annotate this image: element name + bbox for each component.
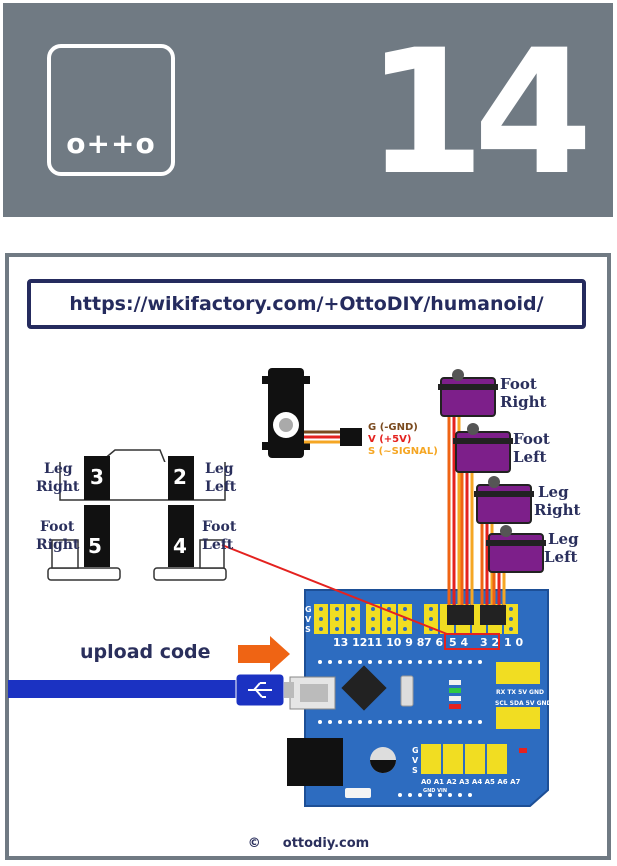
serial-pins: RX TX 5V GND [496,689,544,696]
url-text[interactable]: https://wikifactory.com/+OttoDIY/humanoi… [69,293,544,315]
svg-text:G: G [305,605,312,614]
svg-text:11 10 9 8: 11 10 9 8 [367,636,424,649]
upload-arrow [238,636,290,672]
servo-number-5: 5 [88,534,102,558]
pointer-line [221,544,448,635]
servo-leg-right [474,476,534,524]
otto-logo: o++o [47,44,175,176]
arduino-shield: GVS 13 12 11 10 9 8 7 6 5 4 3 2 1 0 [287,589,552,807]
svg-text:G: G [412,746,419,755]
usb-cable [8,680,240,698]
header-banner: o++o 14 [3,3,613,217]
upload-code-label: upload code [80,641,211,663]
svg-text:S: S [305,625,311,634]
url-box[interactable]: https://wikifactory.com/+OttoDIY/humanoi… [27,279,586,329]
svg-text:S: S [412,766,418,775]
wire-vcc-label: V (+5V) [368,434,412,445]
servo-number-2: 2 [173,465,187,489]
servo-number-3: 3 [90,465,104,489]
svg-text:A0 A1 A2 A3 A4 A5 A6 A7: A0 A1 A2 A3 A4 A5 A6 A7 [421,778,520,786]
page-number: 14 [365,12,593,213]
svg-text:V: V [305,615,312,624]
copyright-symbol: © [247,836,261,851]
svg-text:V: V [412,756,419,765]
svg-text:7 6: 7 6 [424,636,443,649]
servo-number-4: 4 [173,534,187,558]
wire-gnd-label: G (-GND) [368,422,418,433]
logo-text: o++o [66,127,156,160]
svg-text:13 12: 13 12 [333,636,367,649]
wire-signal-label: S (~SIGNAL) [368,446,438,457]
svg-text:3 2: 3 2 [480,636,499,649]
svg-text:1 0: 1 0 [504,636,523,649]
footer: © ottodiy.com [0,836,617,851]
i2c-pins: SCL SDA 5V GND [495,700,552,707]
servo-leg-left [486,525,546,573]
servo-foot-right [438,369,498,417]
servo-foot-left [453,423,513,473]
svg-text:5 4: 5 4 [449,636,468,649]
servo-reference [262,368,362,458]
usb-icon [248,682,272,698]
footer-site[interactable]: ottodiy.com [282,836,370,851]
svg-text:GND VIN: GND VIN [423,788,447,794]
